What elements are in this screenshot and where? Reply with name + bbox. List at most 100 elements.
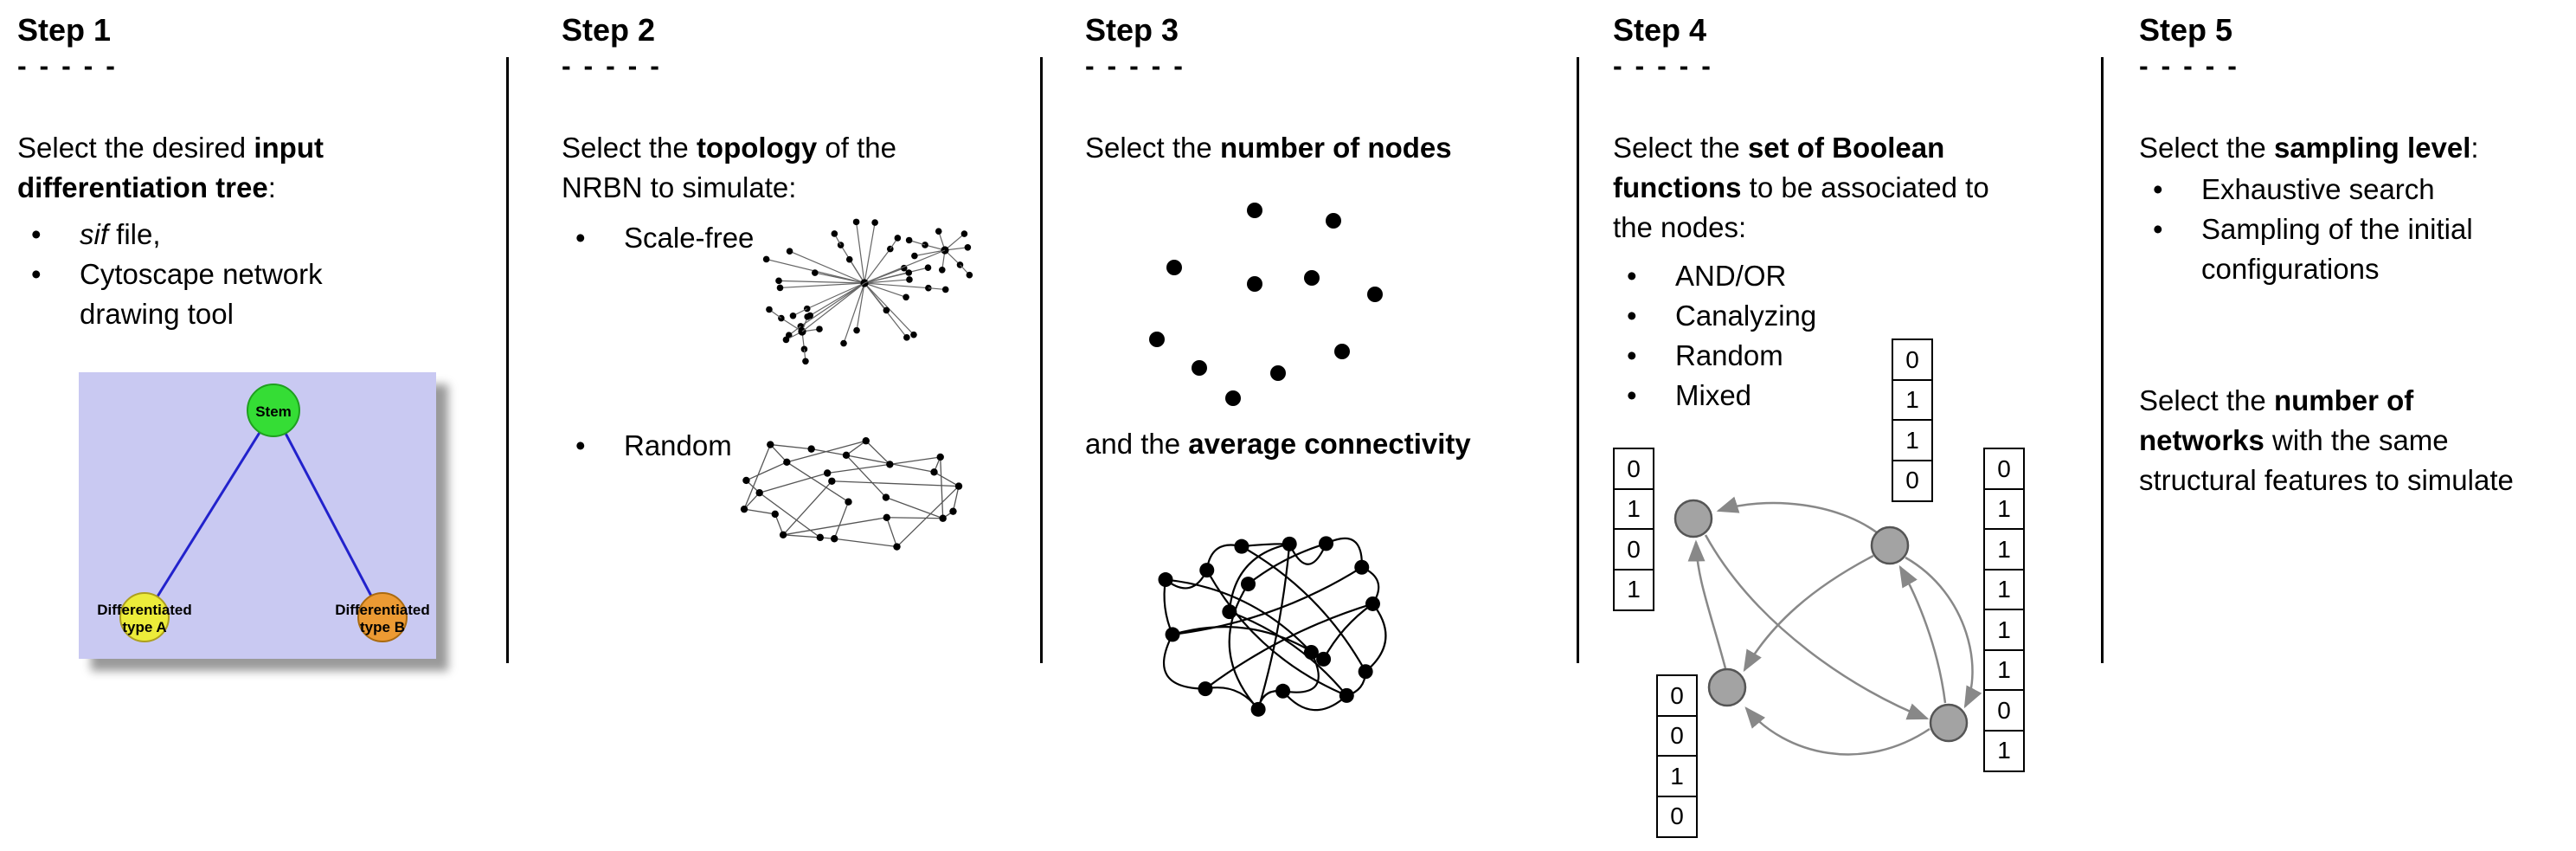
truth-table-cell: 1: [1983, 487, 2025, 531]
truth-table-cell: 1: [1983, 609, 2025, 651]
truth-table-cell: 1: [1892, 419, 1933, 461]
step4-bullet-list: AND/OR Canalyzing Random Mixed: [1613, 256, 1976, 416]
step3-intro: Select the number of nodes: [1085, 128, 1565, 168]
bullet-item: Scale-free: [562, 218, 754, 258]
truth-table-cell: 0: [1892, 338, 1933, 381]
text-bold: sampling level: [2273, 132, 2471, 164]
step5-column: Step 5 - - - - - Select the sampling lev…: [2139, 0, 2573, 851]
truth-table-cell: 0: [1656, 674, 1698, 717]
step5-dashes: - - - - -: [2139, 50, 2239, 81]
step2-column: Step 2 - - - - - Select the topology of …: [562, 0, 994, 851]
bullet-item: Mixed: [1613, 376, 1976, 416]
text-run: of the: [817, 132, 896, 164]
network-arrow: [1905, 556, 1982, 709]
text-bold: number of: [2273, 384, 2414, 416]
text-run: Select the desired: [17, 132, 254, 164]
truth-table-cell: 1: [1613, 487, 1654, 531]
bullet-item: AND/OR: [1613, 256, 1976, 296]
text-bold: set of Boolean: [1747, 132, 1945, 164]
text-run: :: [2470, 132, 2479, 164]
step2-title: Step 2: [562, 12, 656, 48]
step3-column: Step 3 - - - - - Select the number of no…: [1085, 0, 1570, 851]
text-run: structural features to simulate: [2139, 464, 2514, 496]
type-b-node: [357, 592, 408, 642]
text-run: Random: [1675, 339, 1783, 371]
column-divider: [506, 57, 509, 663]
bullet-item: Random: [562, 426, 732, 466]
differentiation-tree-image: Stem Differentiated type A Differentiate…: [79, 372, 436, 659]
truth-table-cell: 0: [1656, 714, 1698, 758]
text-bold: functions: [1613, 171, 1742, 203]
column-divider: [1577, 57, 1579, 663]
truth-table-cell: 0: [1983, 689, 2025, 732]
text-run: and the: [1085, 428, 1189, 460]
text-bold: topology: [696, 132, 818, 164]
text-italic: sif: [80, 218, 108, 250]
network-node: [1707, 667, 1747, 707]
random-network-illustration: [713, 400, 981, 586]
step3-dashes: - - - - -: [1085, 50, 1185, 81]
text-run: drawing tool: [80, 298, 234, 330]
truth-table-cell: 0: [1983, 448, 2025, 490]
truth-table-cell: 1: [1613, 568, 1654, 611]
step1-intro: Select the desired input differentiation …: [17, 128, 485, 208]
bullet-item: Canalyzing: [1613, 296, 1976, 336]
text-run: NRBN to simulate:: [562, 171, 797, 203]
step5-bullet-list: Exhaustive search Sampling of the initia…: [2139, 170, 2554, 289]
text-run: the nodes:: [1613, 211, 1747, 243]
step1-column: Step 1 - - - - - Select the desired inpu…: [17, 0, 506, 851]
truth-table-cell: 1: [1983, 528, 2025, 571]
step4-dashes: - - - - -: [1613, 50, 1713, 81]
text-run: AND/OR: [1675, 260, 1787, 292]
network-arrow: [1704, 534, 1930, 720]
text-bold: average connectivity: [1188, 428, 1471, 460]
column-divider: [1040, 57, 1043, 663]
tree-edge: [272, 409, 384, 618]
step4-title: Step 4: [1613, 12, 1707, 48]
text-run: file,: [108, 218, 161, 250]
connectivity-tangle-illustration: [1115, 474, 1440, 751]
text-bold: networks: [2139, 424, 2264, 456]
truth-table-cell: 1: [1983, 729, 2025, 772]
tree-edge: [143, 409, 275, 618]
step5-title: Step 5: [2139, 12, 2233, 48]
text-bold: differentiation tree: [17, 171, 268, 203]
truth-table-cell: 0: [1656, 795, 1698, 838]
truth-table-cell: 0: [1613, 528, 1654, 571]
text-run: Exhaustive search: [2201, 173, 2435, 205]
text-run: Sampling of the initial: [2201, 213, 2473, 245]
step1-title: Step 1: [17, 12, 112, 48]
network-node: [1870, 525, 1910, 565]
step2-dashes: - - - - -: [562, 50, 662, 81]
text-run: Scale-free: [624, 222, 755, 254]
nodes-scatter-illustration: [1140, 189, 1417, 406]
text-run: with the same: [2264, 424, 2449, 456]
text-bold: input: [254, 132, 324, 164]
type-a-label: Differentiated: [97, 602, 192, 618]
step3-second-text: and the average connectivity: [1085, 424, 1565, 464]
text-run: Random: [624, 429, 732, 461]
text-run: :: [267, 171, 276, 203]
text-run: configurations: [2201, 253, 2380, 285]
stem-label: Stem: [255, 403, 292, 420]
type-b-label: Differentiated: [335, 602, 430, 618]
step5-p1: Select the sampling level:: [2139, 128, 2567, 168]
truth-table-cell: 1: [1983, 648, 2025, 692]
text-run: Canalyzing: [1675, 300, 1817, 332]
truth-table-cell: 1: [1892, 378, 1933, 422]
bullet-item: Exhaustive search: [2139, 170, 2554, 210]
step2-bullet-scale-free: Scale-free: [562, 218, 754, 258]
network-arrow: [1898, 564, 1947, 704]
text-bold: number of nodes: [1219, 132, 1452, 164]
network-node: [1673, 499, 1713, 538]
truth-table-cell: 1: [1656, 755, 1698, 797]
text-run: Select the: [2139, 132, 2274, 164]
bullet-item: Random: [1613, 336, 1976, 376]
